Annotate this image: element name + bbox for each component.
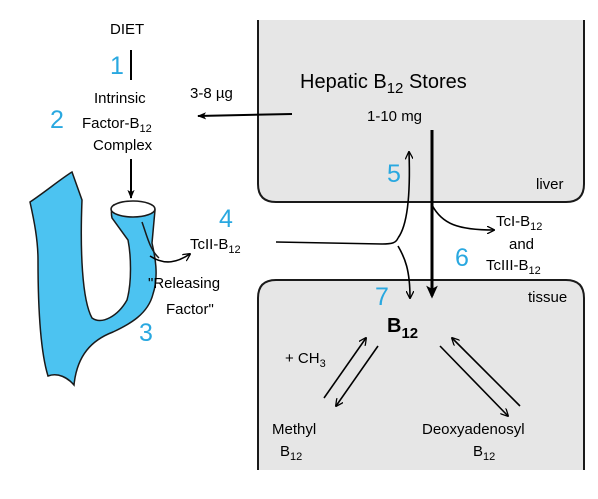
deoxy-line2: B12 [473,443,495,463]
tissue-label: tissue [528,289,567,306]
transfer-amount: 3-8 µg [190,85,233,102]
step-5: 5 [387,160,401,188]
arrow-gut-to-tcii [149,254,190,263]
hepatic-amount: 1-10 mg [367,108,422,125]
arrow-methyl-to-b12 [323,338,366,399]
b12-main-label: B12 [387,315,418,342]
releasing-factor-line1: "Releasing [148,275,220,292]
if-line3: Complex [93,137,153,154]
gut-opening [110,200,156,218]
gut-inner-line [141,221,160,259]
step-7: 7 [375,283,389,311]
diet-label: DIET [110,21,144,38]
arrow-b12-to-methyl [336,345,379,406]
arrow-tcii-to-split [275,237,399,245]
releasing-factor-line2: Factor" [166,301,214,318]
arrow-to-tci [431,204,494,230]
tci-label: TcI-B12 [496,213,542,233]
step-6: 6 [455,244,469,272]
hepatic-stores-label: Hepatic B12 Stores [300,71,467,97]
step-3: 3 [139,319,153,347]
tissue-panel [257,279,585,470]
liver-panel [257,20,585,203]
deoxy-line1: Deoxyadenosyl [422,421,525,438]
arrow-to-tissue [397,245,410,298]
liver-label: liver [536,176,564,193]
arrow-stores-to-if [197,112,293,120]
step-4: 4 [219,205,233,233]
arrow-deoxy-to-b12 [452,338,521,407]
and-label: and [509,236,534,253]
tciii-label: TcIII-B12 [486,257,541,277]
if-line1: Intrinsic [94,90,146,107]
methyl-line2: B12 [280,443,302,463]
arrow-to-liver [397,152,409,239]
if-line2: Factor-B12 [82,115,152,135]
tcii-label: TcII-B12 [190,236,241,256]
methylation-label: + CH3 [285,350,326,370]
step-2: 2 [50,106,64,134]
arrow-b12-to-deoxy [439,345,508,416]
step-1: 1 [110,52,124,80]
methyl-line1: Methyl [272,421,316,438]
